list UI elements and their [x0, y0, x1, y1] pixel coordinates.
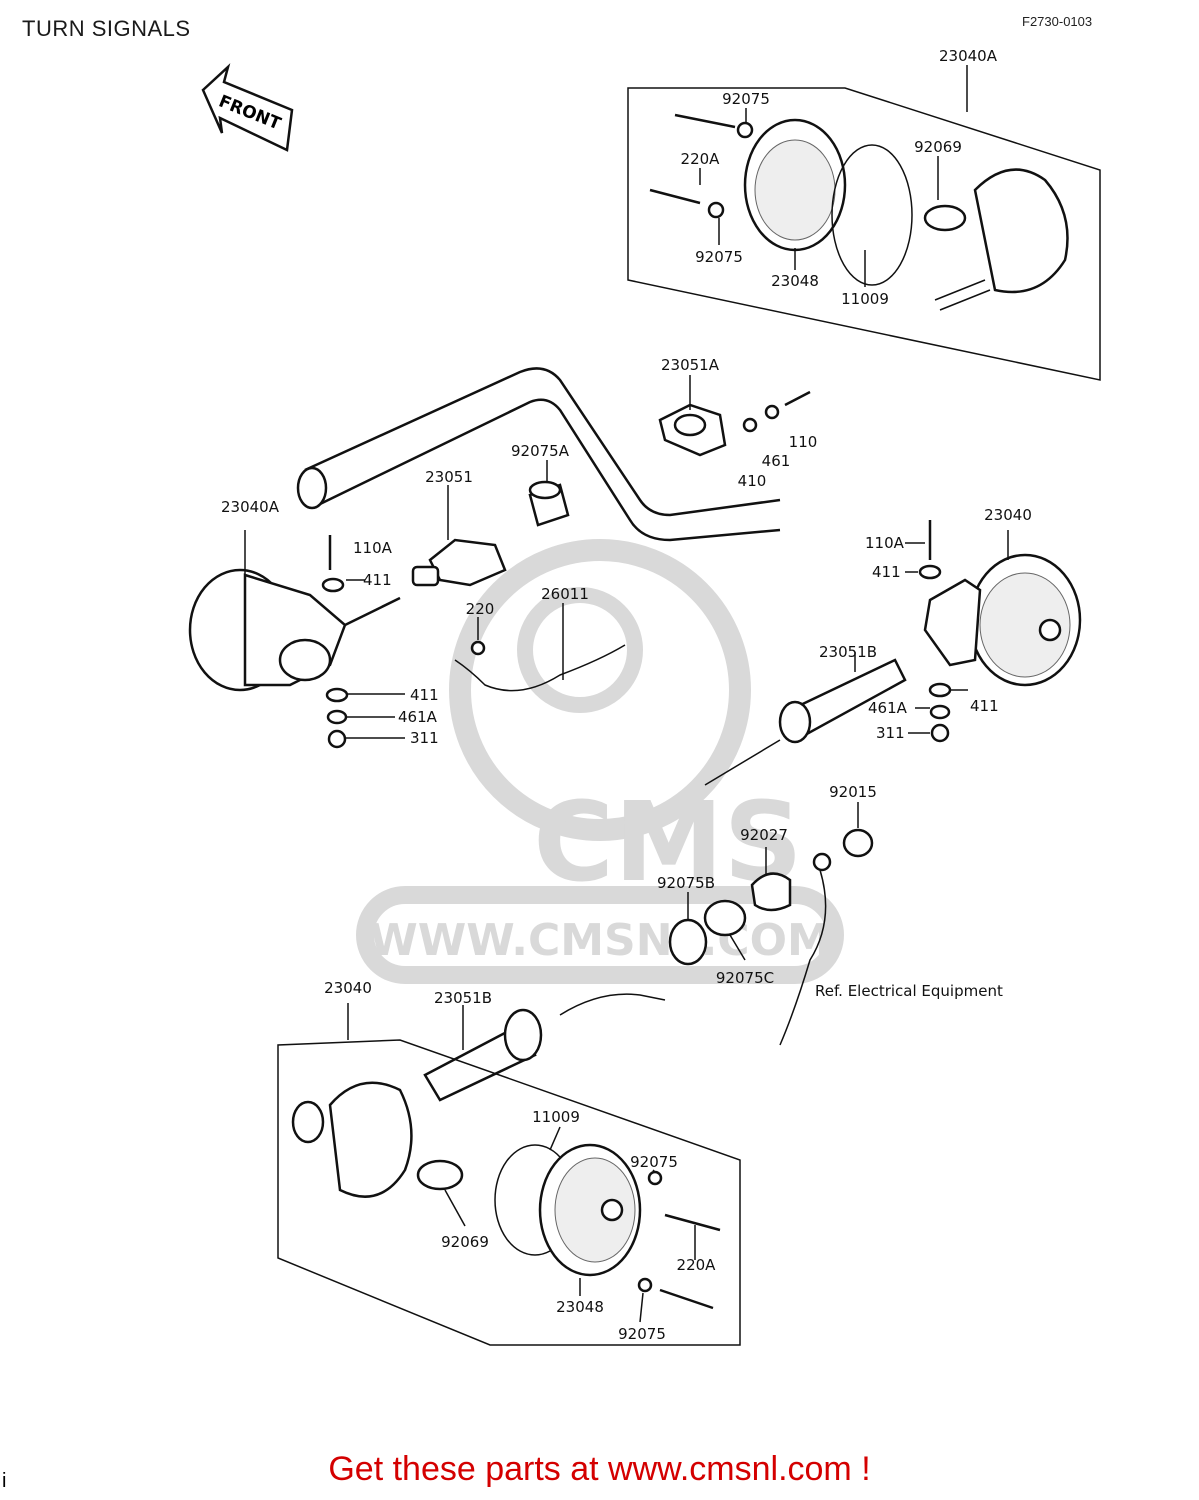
label-26011: 26011 — [541, 585, 589, 603]
top-assembly-frame — [627, 65, 1101, 381]
figure-code: F2730-0103 — [1022, 14, 1093, 29]
label-23051B-bottom: 23051B — [434, 989, 492, 1007]
right-turn-signal — [918, 520, 1082, 743]
label-220A-bottom: 220A — [677, 1256, 717, 1274]
handlebar — [296, 367, 781, 542]
label-311-left: 311 — [410, 729, 439, 747]
label-11009-top: 11009 — [841, 290, 889, 308]
corner-mark: i — [2, 1470, 7, 1492]
left-turn-signal — [188, 530, 401, 749]
label-23040-bottom: 23040 — [324, 979, 372, 997]
label-23048-bottom: 23048 — [556, 1298, 604, 1316]
watermark: CMS WWW.CMSNL.COM — [356, 539, 844, 984]
label-220: 220 — [466, 600, 495, 618]
label-461A-right: 461A — [868, 699, 908, 717]
bottom-turn-signal-parts — [291, 1081, 721, 1310]
label-23051A: 23051A — [661, 356, 720, 374]
label-23040A-left: 23040A — [221, 498, 280, 516]
grommet-parts — [668, 828, 874, 1046]
label-23048-top: 23048 — [771, 272, 819, 290]
label-311-right: 311 — [876, 724, 905, 742]
stay-part-right — [704, 658, 907, 786]
label-92075-bottom-a: 92075 — [630, 1153, 678, 1171]
label-ref-electrical-equipment: Ref. Electrical Equipment — [815, 982, 1003, 1000]
clamp-part — [658, 390, 811, 457]
label-92069-top: 92069 — [914, 138, 962, 156]
front-arrow-icon: FRONT — [201, 63, 294, 152]
label-92075-top-a: 92075 — [722, 90, 770, 108]
label-11009-bottom: 11009 — [532, 1108, 580, 1126]
label-110: 110 — [789, 433, 818, 451]
watermark-url: WWW.CMSNL.COM — [369, 915, 831, 966]
label-461A-left: 461A — [398, 708, 438, 726]
collar-part — [528, 480, 570, 527]
leader-lines — [346, 108, 968, 1323]
top-turn-signal-parts — [649, 113, 1069, 311]
label-92075A: 92075A — [511, 442, 570, 460]
label-92069-bottom: 92069 — [441, 1233, 489, 1251]
label-411-right-b: 411 — [970, 697, 999, 715]
label-220A-top: 220A — [681, 150, 721, 168]
label-92075C: 92075C — [716, 969, 774, 987]
bracket-part — [411, 538, 507, 587]
label-23051: 23051 — [425, 468, 473, 486]
label-92075-bottom-b: 92075 — [618, 1325, 666, 1343]
label-410: 410 — [738, 472, 767, 490]
wire-part — [454, 640, 626, 692]
bottom-assembly-frame — [277, 1003, 741, 1346]
label-110A-left: 110A — [353, 539, 393, 557]
stay-part-bottom — [423, 993, 666, 1102]
label-92027: 92027 — [740, 826, 788, 844]
label-23040A-top: 23040A — [939, 47, 998, 65]
footer-parts-link[interactable]: Get these parts at www.cmsnl.com ! — [328, 1450, 871, 1488]
label-461: 461 — [762, 452, 791, 470]
label-23040-right: 23040 — [984, 506, 1032, 524]
label-110A-right: 110A — [865, 534, 905, 552]
label-23051B-right: 23051B — [819, 643, 877, 661]
label-92075-top-b: 92075 — [695, 248, 743, 266]
label-411-right-a: 411 — [872, 563, 901, 581]
label-411-left-a: 411 — [363, 571, 392, 589]
label-92075B: 92075B — [657, 874, 715, 892]
label-92015: 92015 — [829, 783, 877, 801]
page-title: TURN SIGNALS — [22, 16, 191, 41]
label-411-left-b: 411 — [410, 686, 439, 704]
